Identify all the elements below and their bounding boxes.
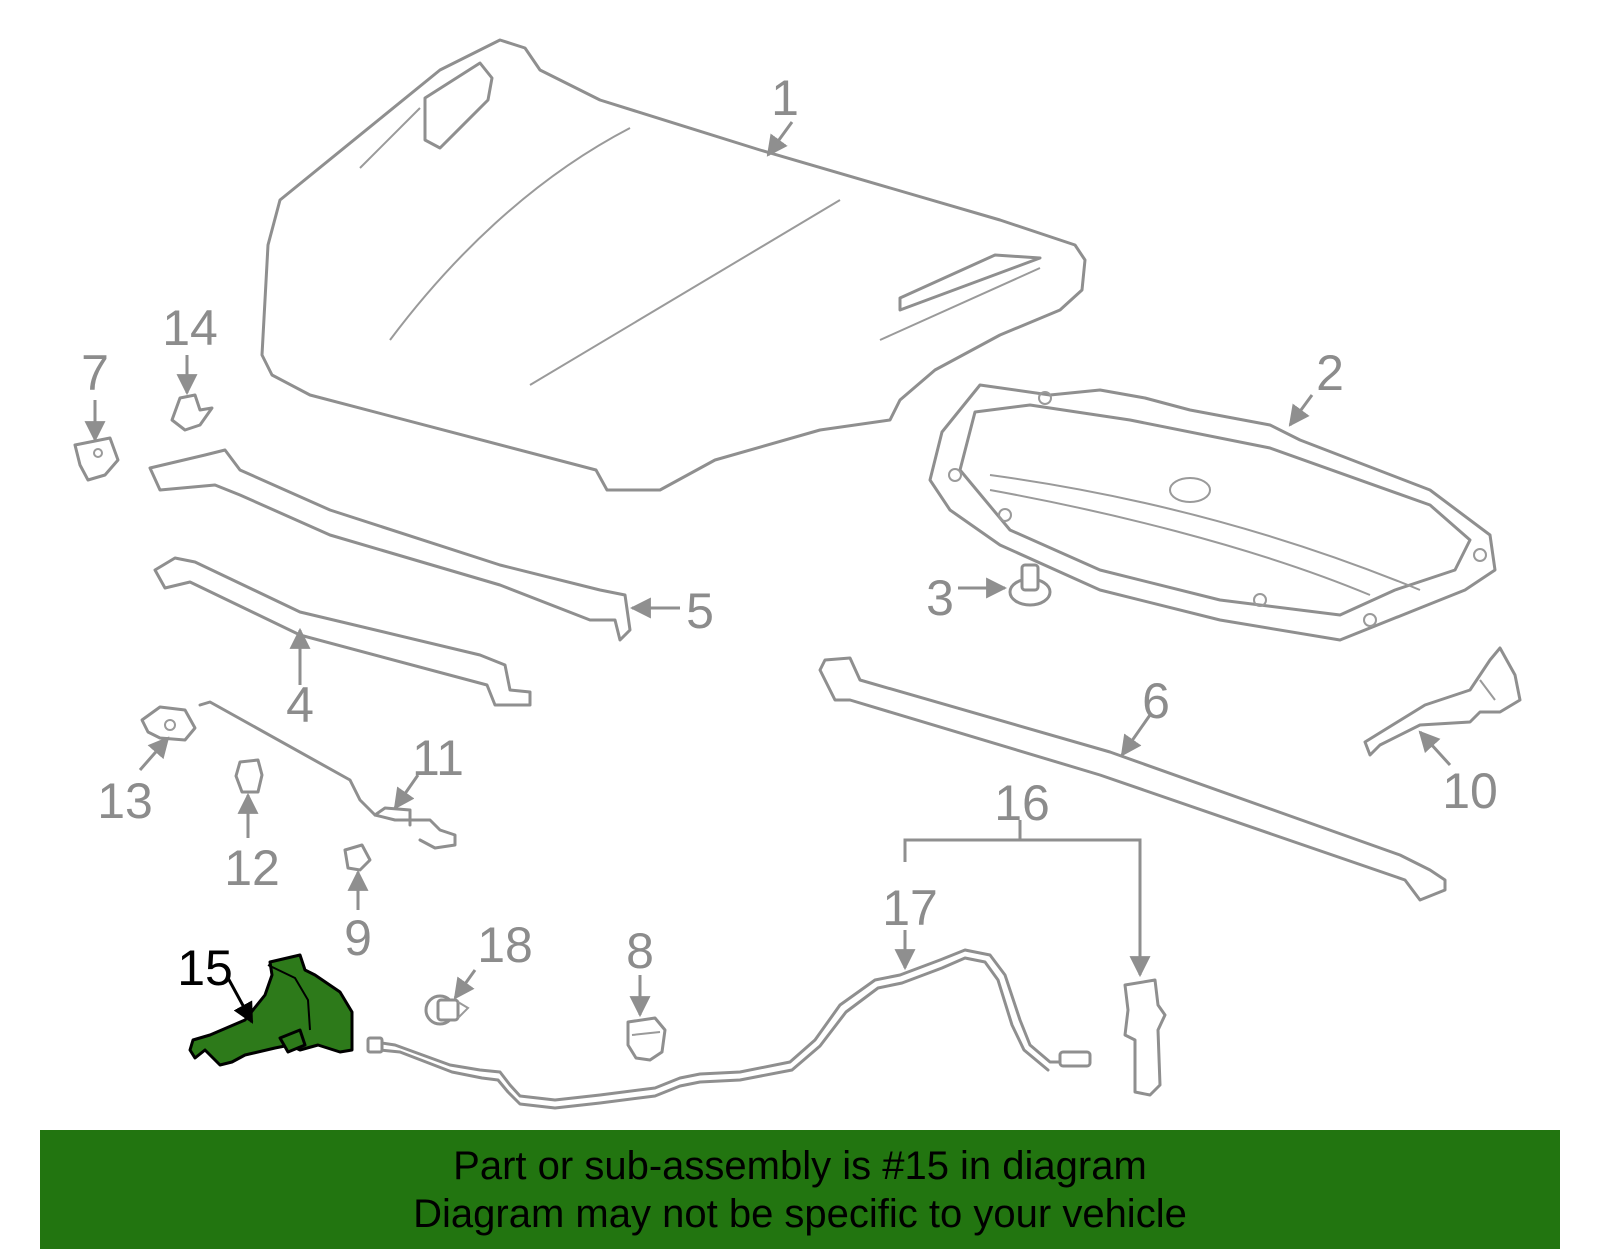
- callout-16[interactable]: 16: [994, 775, 1050, 831]
- info-banner: Part or sub-assembly is #15 in diagram D…: [40, 1130, 1560, 1249]
- clip-part-14[interactable]: [170, 393, 214, 432]
- hood-insulator-part-2[interactable]: [928, 383, 1497, 642]
- banner-line-1: Part or sub-assembly is #15 in diagram: [453, 1143, 1147, 1188]
- grommet-part-8[interactable]: [626, 1016, 667, 1062]
- callout-5[interactable]: 5: [686, 583, 714, 639]
- rod-part-6[interactable]: [818, 656, 1447, 902]
- callout-2[interactable]: 2: [1316, 345, 1344, 401]
- holder-part-13[interactable]: [140, 705, 197, 742]
- callout-4[interactable]: 4: [286, 677, 314, 733]
- seal-part-5[interactable]: [148, 448, 632, 642]
- callout-15[interactable]: 15: [177, 940, 233, 996]
- hinge-part-10[interactable]: [1363, 646, 1522, 757]
- callout-9[interactable]: 9: [344, 910, 372, 966]
- hood-part-1[interactable]: [260, 38, 1087, 492]
- callout-arrows: [84, 121, 1452, 1024]
- latch-part-15[interactable]: [188, 953, 354, 1067]
- banner-line-2: Diagram may not be specific to your vehi…: [413, 1191, 1187, 1236]
- callout-10[interactable]: 10: [1442, 763, 1498, 819]
- callout-6[interactable]: 6: [1142, 673, 1170, 729]
- callout-8[interactable]: 8: [626, 923, 654, 979]
- callout-12[interactable]: 12: [224, 840, 280, 896]
- callout-1[interactable]: 1: [771, 70, 799, 126]
- callout-18[interactable]: 18: [477, 917, 533, 973]
- callout-7[interactable]: 7: [81, 345, 109, 401]
- release-cable-part-17[interactable]: [366, 948, 1092, 1110]
- callout-13[interactable]: 13: [97, 773, 153, 829]
- callout-14[interactable]: 14: [162, 300, 218, 356]
- callout-labels: 1 2 3 4 5 6 7 8 9 10 11 12 13 14 15 16 1…: [81, 70, 1498, 996]
- callout-11[interactable]: 11: [412, 730, 464, 786]
- callout-17[interactable]: 17: [882, 880, 938, 936]
- release-handle-part-16[interactable]: [1123, 978, 1167, 1097]
- bracket-part-7[interactable]: [73, 436, 120, 482]
- clip-part-12[interactable]: [234, 758, 264, 794]
- callout-3[interactable]: 3: [926, 570, 954, 626]
- clip-part-3[interactable]: [1008, 563, 1052, 607]
- seal-part-4[interactable]: [153, 556, 532, 707]
- bumper-part-9[interactable]: [343, 843, 372, 872]
- bolt-part-18[interactable]: [424, 994, 470, 1026]
